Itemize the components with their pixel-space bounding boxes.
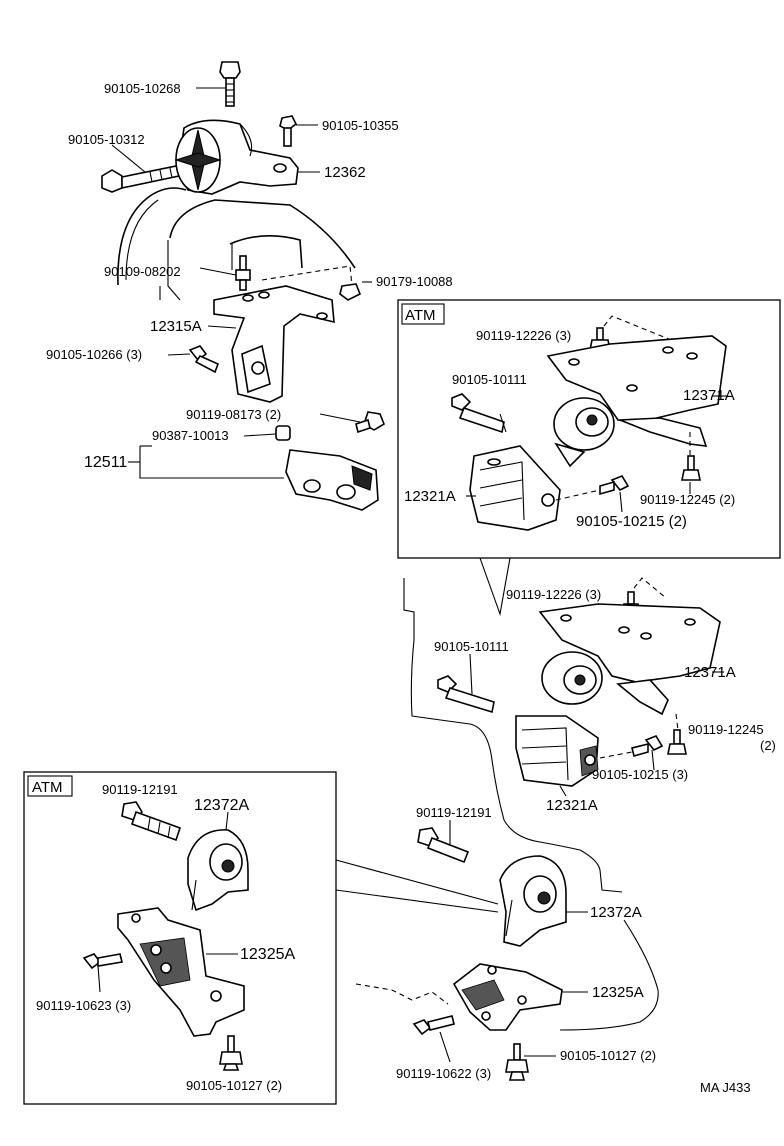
label-m-bolt-90119-12245: 90119-12245 <box>688 722 764 737</box>
la-mount-12325A[interactable] <box>117 907 245 1037</box>
atm-box-upper: ATM <box>397 299 781 617</box>
label-la-mount-12325A: 12325A <box>240 946 295 963</box>
label-m-bolt-90105-10127: 90105-10127 (2) <box>560 1048 656 1063</box>
engine-outline <box>117 187 356 301</box>
label-nut-90179-10088: 90179-10088 <box>376 274 453 289</box>
bolt-90119-08173[interactable] <box>355 411 385 434</box>
bolt-90105-10268[interactable] <box>219 61 241 107</box>
label-bolt-90105-10268: 90105-10268 <box>104 81 181 96</box>
atm-box-lower: ATM <box>23 771 337 1105</box>
footer-code: MA J433 <box>700 1080 751 1095</box>
label-m-bolt-90105-10111: 90105-10111 <box>434 639 509 654</box>
m-bolt-90105-10127[interactable] <box>505 1043 529 1081</box>
label-bushing-90387-10013: 90387-10013 <box>152 428 229 443</box>
label-atm-bolt-90105-10111: 90105-10111 <box>452 372 527 387</box>
label-m-mount-12321A: 12321A <box>546 797 598 814</box>
label-mount-12362: 12362 <box>324 164 366 181</box>
label-atm-bolt-90119-12226: 90119-12226 (3) <box>476 328 571 343</box>
label-m-mount-12325A: 12325A <box>592 984 644 1001</box>
label-m-bolt-90119-12191: 90119-12191 <box>416 805 492 820</box>
label-la-mount-12372A: 12372A <box>194 797 249 814</box>
atm-bolt-90105-10111[interactable] <box>451 393 505 434</box>
label-bolt-90105-10312: 90105-10312 <box>68 132 145 147</box>
label-m-bolt-90119-12245-qty: (2) <box>760 738 776 753</box>
m-bolt-90119-12245[interactable] <box>667 729 687 755</box>
m-bolt-90105-10215[interactable] <box>631 735 664 757</box>
m-mount-12371A[interactable] <box>538 603 721 716</box>
label-bolt-90105-10355: 90105-10355 <box>322 118 399 133</box>
atm-label-upper: ATM <box>405 307 436 324</box>
label-bolt-90105-10266: 90105-10266 (3) <box>46 347 142 362</box>
label-atm-bolt-90105-10215: 90105-10215 (2) <box>576 513 687 530</box>
m-mount-12321A[interactable] <box>515 715 599 787</box>
label-la-bolt-90119-10623: 90119-10623 (3) <box>36 998 131 1013</box>
label-mount-12511: 12511 <box>84 454 127 471</box>
label-la-bolt-90105-10127: 90105-10127 (2) <box>186 1078 282 1093</box>
label-la-bolt-90119-12191: 90119-12191 <box>102 782 178 797</box>
bolt-90105-10355[interactable] <box>279 115 298 147</box>
la-bolt-90105-10127[interactable] <box>219 1035 243 1071</box>
label-m-bolt-90119-10622: 90119-10622 (3) <box>396 1066 491 1081</box>
stud-90109-08202[interactable] <box>235 255 251 291</box>
label-bracket-12315A: 12315A <box>150 318 202 335</box>
label-m-mount-12371A: 12371A <box>684 664 736 681</box>
bushing-90387-10013[interactable] <box>275 425 291 441</box>
la-bolt-90119-12191[interactable] <box>121 801 182 842</box>
nut-90179-10088[interactable] <box>339 283 362 301</box>
label-atm-mount-12371A: 12371A <box>683 387 735 404</box>
m-bolt-90105-10111[interactable] <box>437 675 495 714</box>
label-m-bolt-90119-12226: 90119-12226 (3) <box>506 587 601 602</box>
la-mount-12372A[interactable] <box>187 829 249 912</box>
label-atm-mount-12321A: 12321A <box>404 488 456 505</box>
transmission-outline <box>355 578 659 1031</box>
label-m-mount-12372A: 12372A <box>590 904 642 921</box>
mount-12362[interactable] <box>174 119 299 195</box>
m-bolt-90119-10622[interactable] <box>412 1015 455 1036</box>
m-mount-12372A[interactable] <box>499 855 567 947</box>
label-atm-bolt-90119-12245: 90119-12245 (2) <box>640 492 735 507</box>
bracket-12315A[interactable] <box>213 285 335 403</box>
la-bolt-90119-10623[interactable] <box>82 953 123 970</box>
atm-mount-12371A[interactable] <box>546 335 727 468</box>
mount-12511[interactable] <box>285 449 379 511</box>
label-bolt-90119-08173: 90119-08173 (2) <box>186 407 281 422</box>
m-mount-12325A[interactable] <box>452 963 563 1031</box>
atm-label-lower: ATM <box>32 779 63 796</box>
atm-mount-12321A[interactable] <box>469 445 561 531</box>
label-m-bolt-90105-10215: 90105-10215 (3) <box>592 767 688 782</box>
bolt-90105-10266[interactable] <box>188 345 220 374</box>
atm-bolt-90119-12245[interactable] <box>681 455 701 481</box>
label-stud-90109-08202: 90109-08202 <box>104 264 181 279</box>
m-bolt-90119-12191[interactable] <box>417 827 470 864</box>
atm-bolt-90105-10215[interactable] <box>599 475 630 496</box>
